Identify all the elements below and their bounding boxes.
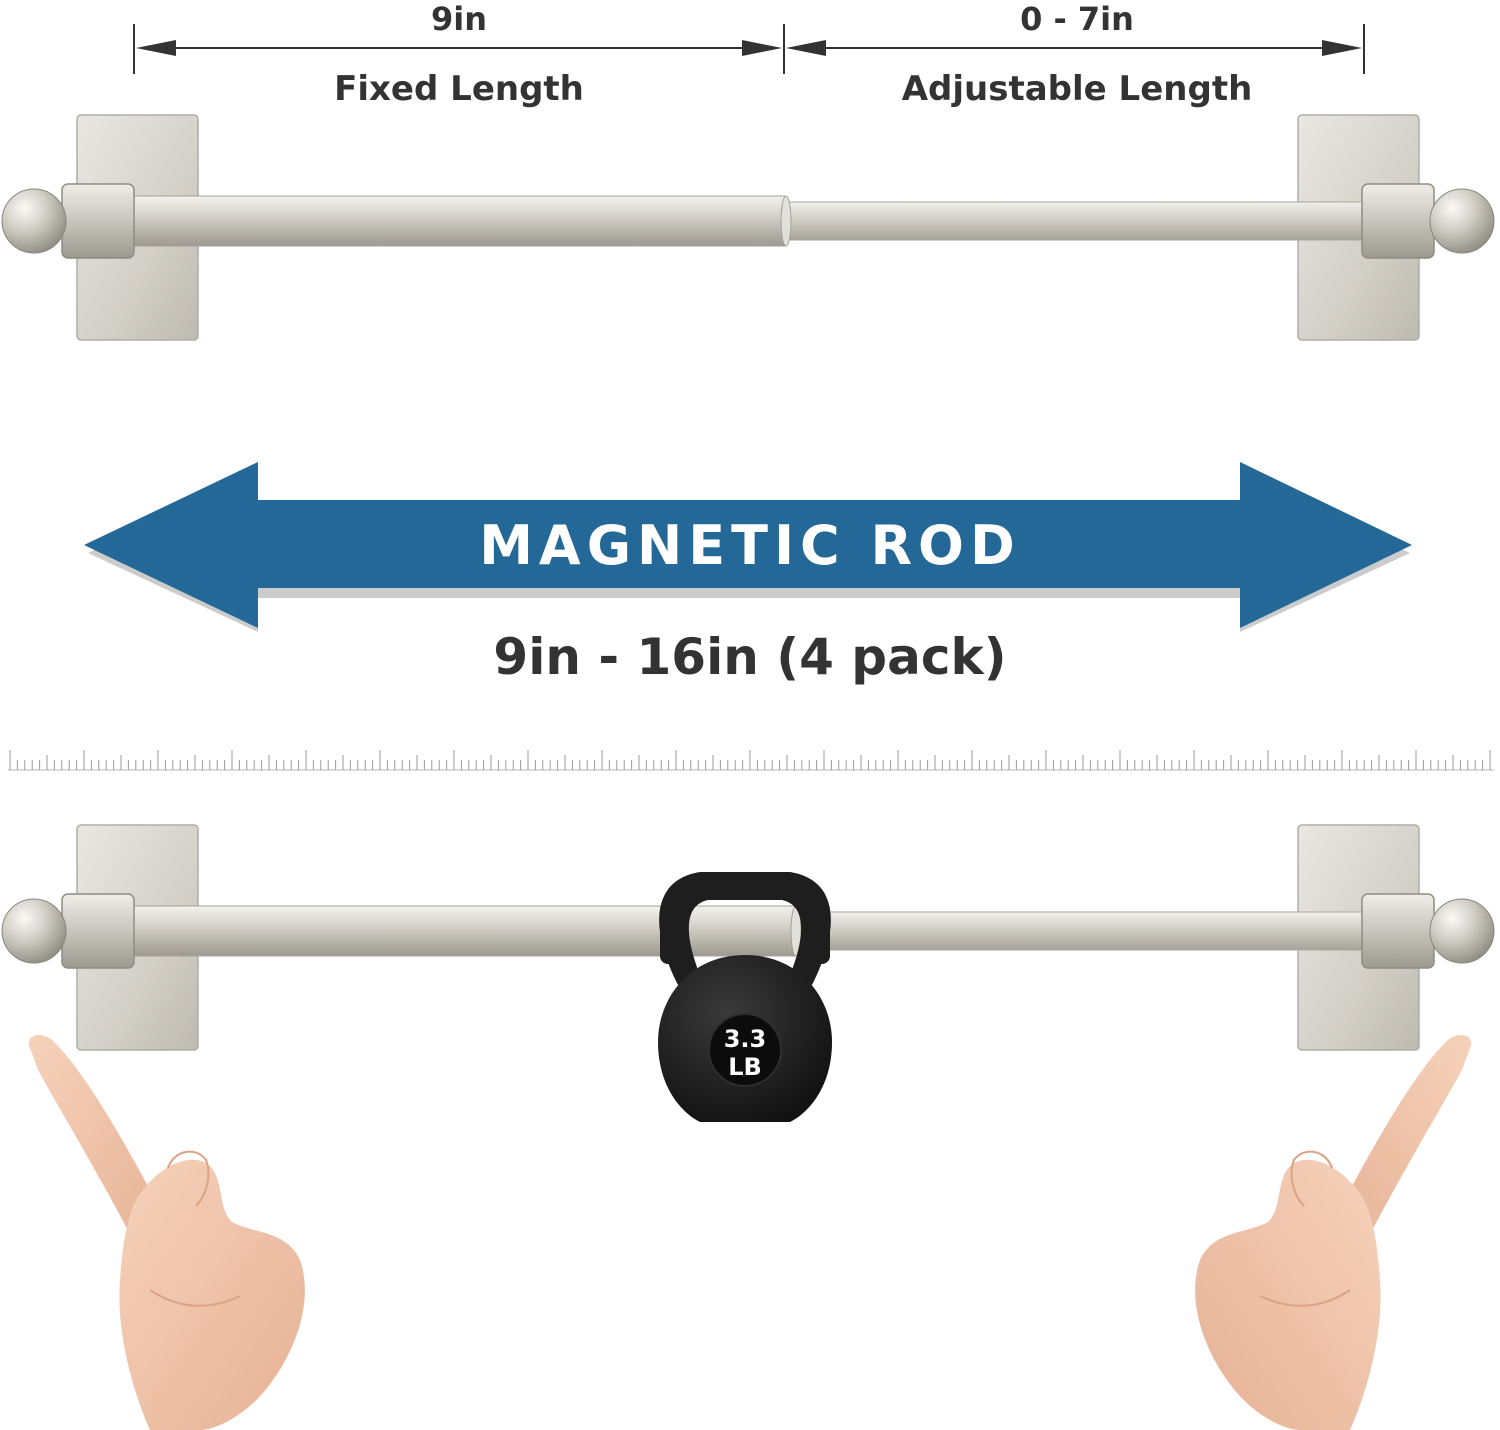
right-hand-palm	[1195, 1159, 1381, 1430]
right-finial-ball	[1429, 188, 1495, 254]
right-bracket	[1361, 183, 1435, 259]
left-hand-palm	[119, 1159, 305, 1430]
right-pointing-hand-icon	[1195, 1034, 1472, 1430]
magnetic-rod-banner: MAGNETIC ROD 9in - 16in (4 pack)	[84, 462, 1412, 686]
left-hand-crease	[149, 1289, 241, 1307]
left-hand-finger	[28, 1034, 168, 1250]
adjustable-inner-rod	[779, 911, 1381, 951]
banner-subtitle: 9in - 16in (4 pack)	[493, 628, 1006, 686]
right-finial-ball	[1429, 898, 1495, 964]
kettlebell-handle-front	[808, 902, 830, 964]
left-bracket	[61, 893, 135, 969]
kettlebell-label-disc	[708, 1013, 782, 1087]
adjustable-length-value: 0 - 7in	[1020, 0, 1134, 38]
fixed-outer-rod	[109, 905, 797, 957]
kettlebell-weight-unit: LB	[728, 1053, 762, 1081]
banner-title: MAGNETIC ROD	[479, 514, 1021, 577]
dimension-annotations: 9in Fixed Length 0 - 7in Adjustable Leng…	[133, 0, 1365, 109]
fixed-length-arrowhead-right	[742, 40, 782, 56]
right-hand-thumb	[1290, 1150, 1333, 1207]
measuring-ruler	[8, 750, 1494, 771]
outer-rod-end-cap	[780, 195, 792, 247]
fixed-length-value: 9in	[431, 0, 487, 38]
kettlebell-icon: 3.3 LB	[658, 872, 832, 1122]
adjustable-length-label: Adjustable Length	[902, 69, 1253, 109]
kettlebell-handle-front	[660, 902, 682, 964]
top-rod-assembly	[1, 114, 1495, 341]
right-bracket	[1361, 893, 1435, 969]
right-hand-crease	[1259, 1289, 1351, 1307]
left-finial-ball	[1, 898, 67, 964]
left-bracket	[61, 183, 135, 259]
fixed-outer-rod	[109, 195, 787, 247]
adjustable-length-arrowhead-right	[1322, 40, 1362, 56]
fixed-length-label: Fixed Length	[334, 69, 584, 109]
bottom-rod-assembly	[1, 824, 1495, 1051]
adjustable-inner-rod	[759, 201, 1381, 241]
left-finial-ball	[1, 188, 67, 254]
adjustable-length-arrowhead-left	[786, 40, 826, 56]
kettlebell-handle	[659, 872, 831, 985]
left-pointing-hand-icon	[28, 1034, 305, 1430]
fixed-length-arrowhead-left	[136, 40, 176, 56]
right-hand-finger	[1332, 1034, 1472, 1250]
left-hand-thumb	[167, 1150, 210, 1207]
banner-double-arrow	[84, 462, 1412, 628]
kettlebell-weight-number: 3.3	[724, 1025, 767, 1053]
